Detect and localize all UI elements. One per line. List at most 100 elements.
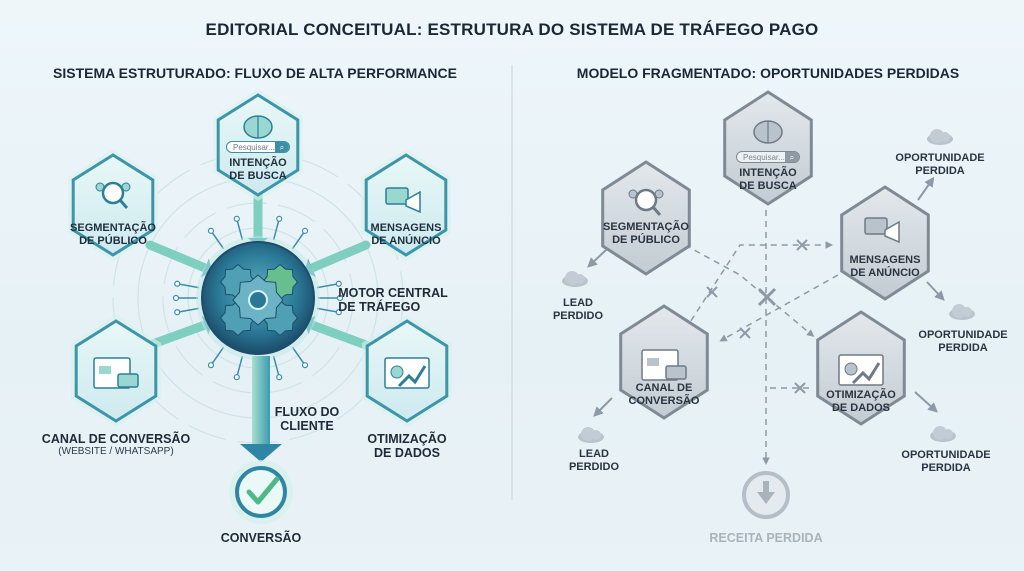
label-line: OPORTUNIDADE — [918, 329, 1008, 341]
circuit-node — [276, 374, 283, 381]
circuit-node — [174, 309, 181, 316]
search-box-right: Pesquisar... ⌕ — [736, 151, 800, 163]
cloud-icon — [562, 271, 588, 287]
circuit-trace — [236, 355, 244, 378]
circuit-trace — [210, 230, 225, 250]
cloud-part — [940, 132, 950, 142]
circuit-node — [276, 215, 283, 222]
chat-bubble-icon — [385, 187, 409, 205]
dashed-flow — [684, 244, 815, 337]
cloud-icon — [927, 129, 953, 145]
dashed-flow — [684, 241, 833, 331]
label-line: PERDIDA — [921, 461, 971, 474]
label-line: DE BUSCA — [229, 169, 287, 182]
label-subline: (WEBSITE / WHATSAPP) — [58, 446, 174, 458]
cloud-icon — [578, 427, 604, 443]
circuit-trace — [177, 307, 200, 313]
circuit-node — [335, 280, 342, 287]
broken-link-x-icon — [796, 239, 808, 251]
trend-arrow-icon — [851, 362, 881, 385]
label-line: PERDIDA — [938, 341, 988, 354]
megaphone-icon — [884, 220, 900, 244]
loss-arrow — [914, 391, 938, 413]
conversao-label: CONVERSÃO — [220, 531, 302, 545]
label-line: CANAL DE — [635, 382, 693, 394]
label-line: INTENÇÃO — [739, 167, 797, 179]
circuit-node — [301, 227, 309, 234]
broken-link-x-icon — [794, 382, 806, 394]
label-line: DE ANÚNCIO — [371, 234, 441, 247]
page-title: EDITORIAL CONCEITUAL: ESTRUTURA DO SISTE… — [205, 20, 819, 39]
down-arrow-icon — [757, 492, 775, 504]
circuit-node — [301, 362, 309, 369]
right-heading: MODELO FRAGMENTADO: OPORTUNIDADES PERDID… — [576, 65, 960, 81]
magnifier-icon — [634, 188, 658, 212]
cloud-part — [575, 274, 585, 284]
left-heading: SISTEMA ESTRUTURADO: FLUXO DE ALTA PERFO… — [53, 65, 457, 81]
loss-arrow — [587, 249, 607, 268]
circuit-trace — [210, 346, 225, 366]
cloud-icon — [949, 304, 975, 320]
circuit-trace — [291, 346, 306, 366]
circuit-node — [335, 309, 342, 316]
circuit-node — [207, 362, 215, 369]
label-line: MENSAGENS — [849, 254, 921, 266]
pie-chart-icon — [844, 362, 858, 376]
down-arrow-shaft — [763, 481, 769, 493]
magnifier-icon — [101, 181, 125, 205]
label-line: PERDIDA — [915, 164, 965, 177]
cloud-part — [565, 271, 579, 285]
frag-hex-node-mensagens — [840, 185, 930, 301]
circuit-trace — [236, 218, 244, 241]
checkmark-icon — [246, 476, 280, 505]
broken-link-x-icon — [739, 327, 751, 339]
cloud-part — [591, 430, 601, 440]
flow-arrow — [145, 240, 210, 273]
node-canal-label: CANAL DE CONVERSÃO(WEBSITE / WHATSAPP) — [42, 432, 190, 458]
broken-link-x-icon — [706, 286, 718, 298]
pie-chart-icon — [390, 365, 404, 379]
circuit-node — [174, 280, 181, 287]
label-line: MOTOR CENTRAL — [338, 286, 448, 300]
search-box-left: Pesquisar... ⌕ — [226, 141, 290, 153]
circuit-trace — [291, 230, 306, 250]
megaphone-icon — [405, 190, 421, 214]
flow-arrow — [307, 240, 371, 273]
broken-link-x-icon — [757, 287, 777, 307]
flow-arrow — [145, 320, 210, 350]
label-line: INTENÇÃO — [229, 157, 287, 169]
circuit-trace — [177, 283, 200, 289]
circuit-node — [336, 294, 344, 302]
label-line: CLIENTE — [280, 419, 334, 434]
cloud-part — [581, 427, 595, 441]
cloud-icon — [930, 426, 956, 442]
label-line: DE BUSCA — [739, 179, 797, 192]
cloud-part — [930, 129, 944, 143]
label-line: DE ANÚNCIO — [850, 266, 920, 279]
flow-arrow — [307, 320, 371, 350]
label-line: SEGMENTAÇÃO — [70, 222, 156, 234]
receita-perdida-label: RECEITA PERDIDA — [709, 531, 823, 545]
chat-bubble-icon — [117, 373, 139, 388]
dashboard-icon — [384, 357, 430, 389]
circuit-node — [233, 215, 240, 222]
label-line: MENSAGENS — [370, 222, 442, 234]
chat-bubble-icon — [864, 217, 888, 235]
loss-arrow — [917, 176, 935, 201]
label-line: OTIMIZAÇÃO — [826, 389, 896, 401]
cloud-part — [952, 304, 966, 318]
circuit-trace — [272, 355, 280, 378]
label-line: SEGMENTAÇÃO — [603, 221, 689, 233]
magnifier-handle — [651, 206, 662, 216]
search-placeholder: Pesquisar... — [743, 153, 785, 162]
label-line: DE TRÁFEGO — [338, 300, 421, 315]
label-line: PERDIDO — [552, 309, 604, 322]
